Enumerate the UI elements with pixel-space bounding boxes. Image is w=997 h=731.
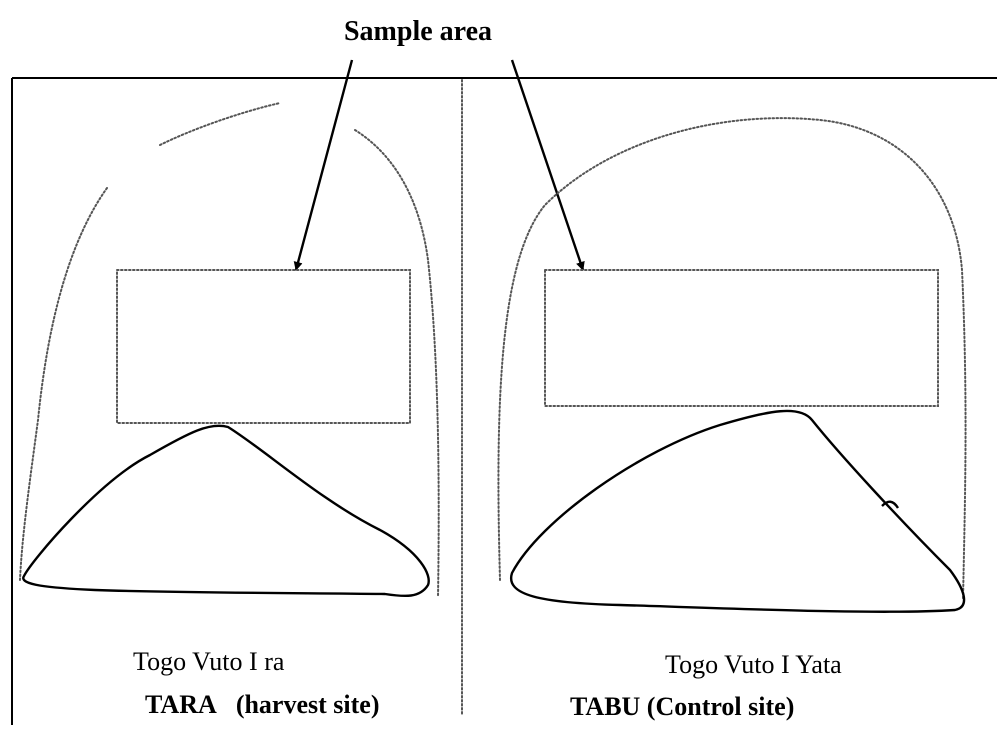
tara-note: (harvest site)	[236, 690, 380, 719]
tara-label: TARA	[145, 690, 217, 719]
tabu-mound	[509, 409, 966, 613]
tara-outline-right	[354, 129, 440, 598]
tara-outline-top-arc	[159, 102, 281, 146]
tabu-location-name: Togo Vuto I Yata	[665, 650, 842, 679]
tara-location-name: Togo Vuto I ra	[133, 647, 285, 676]
arrow-to-tabu-sample	[510, 59, 585, 271]
tabu-outline	[497, 117, 967, 601]
arrow-to-tara-sample	[293, 59, 354, 271]
tabu-site-plot: Togo Vuto I Yata TABU (Control site)	[497, 117, 967, 721]
diagram-title: Sample area	[344, 16, 492, 47]
tara-site-plot: Togo Vuto I ra TARA (harvest site)	[19, 102, 440, 719]
tara-outline-left	[19, 187, 108, 581]
tabu-site-label: TABU (Control site)	[570, 692, 794, 721]
tabu-sample-area	[544, 269, 939, 407]
tara-site-label: TARA (harvest site)	[145, 690, 380, 719]
tara-sample-area	[116, 269, 411, 424]
tabu-stray-mark	[881, 500, 900, 509]
tara-mound	[22, 424, 430, 598]
